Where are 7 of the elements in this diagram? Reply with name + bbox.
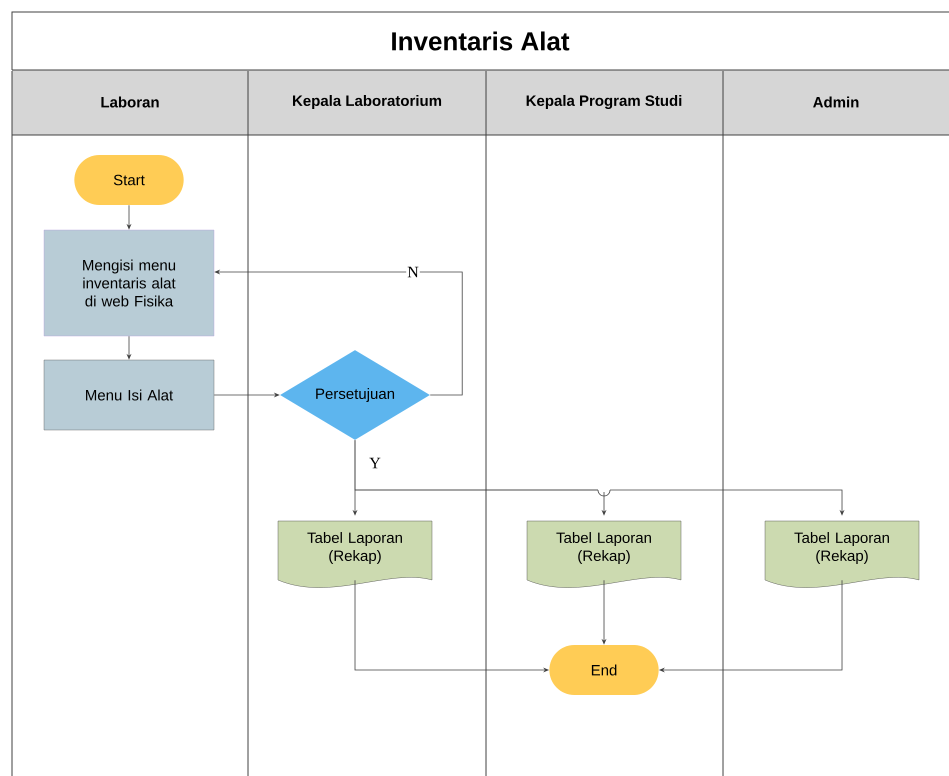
edge-label: Y xyxy=(369,458,380,468)
terminator: End xyxy=(549,645,659,695)
process-box: Mengisi menu inventaris alat di web Fisika xyxy=(44,230,214,336)
title-band: Inventaris Alat xyxy=(12,12,949,70)
edge-label: N xyxy=(408,266,418,278)
process-box: Menu Isi Alat xyxy=(44,360,214,430)
terminator: Start xyxy=(74,155,184,205)
